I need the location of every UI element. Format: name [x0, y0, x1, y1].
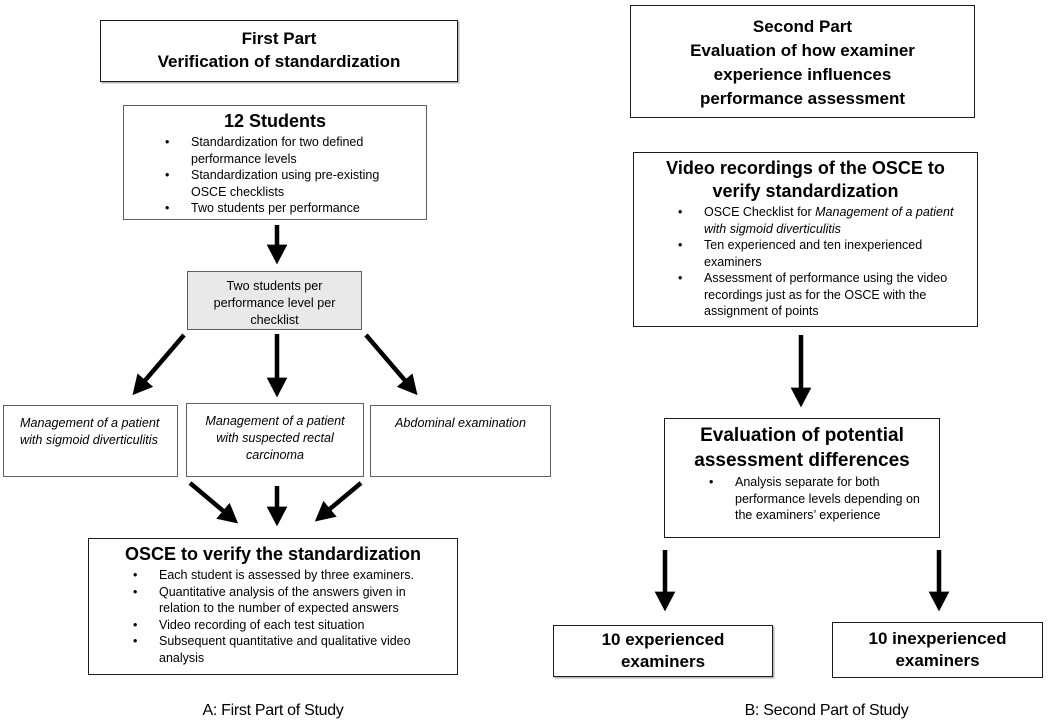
arrow-assignment-to-scenario-1: [132, 333, 186, 396]
scenario-box-abdominal: Abdominal examination: [370, 405, 551, 477]
arrow-assignment-to-scenario-3: [364, 333, 418, 396]
osce-box: OSCE to verify the standardization Each …: [88, 538, 458, 675]
part-a-header-line-2: Verification of standardization: [157, 52, 401, 71]
scenario-box-diverticulitis-text: Management of a patient with sigmoid div…: [20, 416, 160, 447]
osce-box-title: OSCE to verify the standardization: [124, 544, 422, 564]
part-a-caption: A: First Part of Study: [202, 702, 344, 719]
part-b-header-box: Second Part Evaluation of how examiner e…: [630, 5, 975, 118]
arrow-scenario-3-to-osce: [314, 481, 363, 522]
osce-bullet-3: Video recording of each test situation: [89, 617, 457, 634]
students-box: 12 Students Standardization for two defi…: [123, 105, 427, 220]
inexperienced-examiners-label: 10 inexperienced examiners: [868, 629, 1007, 670]
part-b-caption: B: Second Part of Study: [744, 702, 909, 719]
evaluation-box-title: Evaluation of potential assessment diffe…: [694, 425, 910, 471]
osce-bullet-2: Quantitative analysis of the answers giv…: [89, 584, 457, 617]
arrow-scenario-1-to-osce: [188, 481, 239, 524]
video-bullet-1-prefix: OSCE Checklist for: [704, 205, 816, 219]
assignment-box: Two students per performance level per c…: [187, 271, 362, 330]
students-box-title: 12 Students: [223, 111, 327, 131]
scenario-box-carcinoma-text: Management of a patient with suspected r…: [205, 414, 345, 462]
part-b-header-line-4: performance assessment: [699, 89, 906, 108]
part-b-header-line-3: experience influences: [713, 65, 892, 84]
osce-bullet-1: Each student is assessed by three examin…: [89, 567, 457, 584]
scenario-box-diverticulitis: Management of a patient with sigmoid div…: [3, 405, 178, 477]
osce-bullet-4: Subsequent quantitative and qualitative …: [89, 633, 457, 666]
students-bullet-3: Two students per performance: [124, 200, 426, 217]
inexperienced-examiners-box: 10 inexperienced examiners: [832, 622, 1043, 678]
video-recordings-box-title: Video recordings of the OSCE to verify s…: [666, 158, 945, 201]
scenario-box-carcinoma: Management of a patient with suspected r…: [186, 403, 364, 477]
students-bullet-1: Standardization for two defined performa…: [124, 134, 426, 167]
experienced-examiners-box: 10 experienced examiners: [553, 625, 773, 677]
video-bullet-1-italic: Management of a patient with sigmoid div…: [704, 205, 954, 236]
evaluation-box: Evaluation of potential assessment diffe…: [664, 418, 940, 538]
evaluation-bullet-1: Analysis separate for both performance l…: [665, 474, 939, 524]
students-bullet-2: Standardization using pre-existing OSCE …: [124, 167, 426, 200]
video-bullet-1: OSCE Checklist for Management of a patie…: [634, 204, 977, 237]
part-b-header-line-2: Evaluation of how examiner: [690, 41, 915, 60]
part-a-header-line-1: First Part: [241, 29, 317, 48]
assignment-box-text: Two students per performance level per c…: [213, 279, 336, 327]
video-bullet-3: Assessment of performance using the vide…: [634, 270, 977, 320]
scenario-box-abdominal-text: Abdominal examination: [395, 416, 526, 430]
video-recordings-box: Video recordings of the OSCE to verify s…: [633, 152, 978, 327]
experienced-examiners-label: 10 experienced examiners: [601, 630, 725, 671]
video-bullet-2: Ten experienced and ten inexperienced ex…: [634, 237, 977, 270]
part-a-header-box: First Part Verification of standardizati…: [100, 20, 458, 82]
part-b-header-line-1: Second Part: [752, 17, 853, 36]
